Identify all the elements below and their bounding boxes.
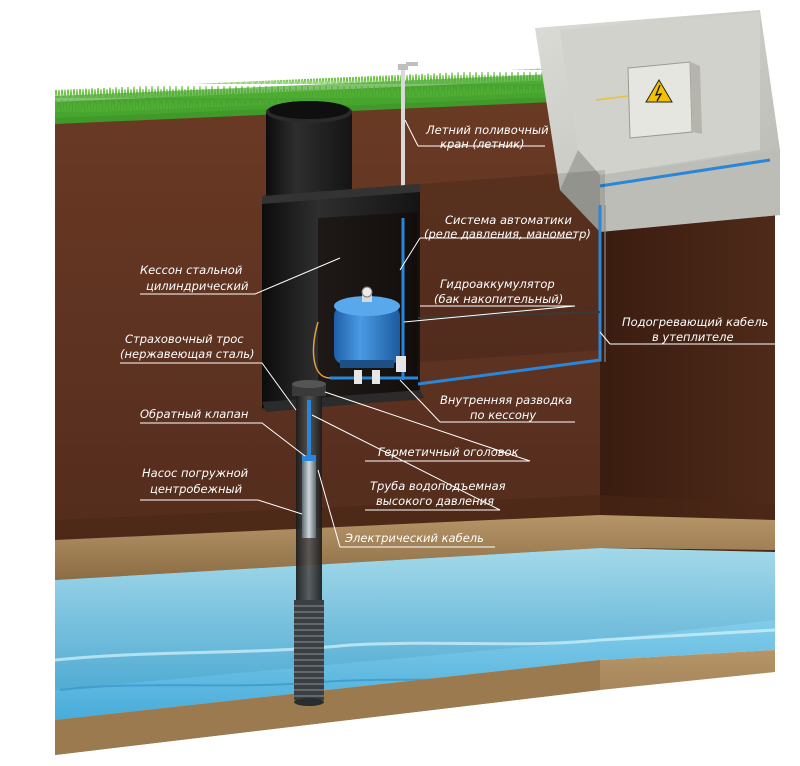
caisson-label: Кессон стальной цилиндрический — [140, 263, 249, 293]
automation-label: Система автоматики (реле давления, маном… — [424, 213, 591, 241]
power-wire — [595, 95, 629, 101]
leader-lines — [120, 119, 775, 548]
high-voltage-warning-icon — [645, 79, 673, 103]
grass-top — [55, 66, 600, 124]
bottom-sand-layer — [55, 650, 775, 755]
accumulator-tank — [334, 286, 400, 368]
house-foundation — [535, 10, 780, 232]
internal-fittings — [312, 321, 418, 384]
riser-pipe-label: Труба водоподъемная высокого давления — [370, 479, 509, 508]
safety-rope-label: Страховочный трос (нержавеющая сталь) — [120, 332, 254, 361]
check-valve-label: Обратный клапан — [140, 407, 249, 421]
trench — [417, 170, 606, 386]
summer-tap — [398, 62, 418, 218]
pump-label: Насос погружной центробежный — [142, 466, 252, 496]
well-head — [292, 380, 326, 396]
well-casing — [294, 396, 324, 706]
heating-cable-label: Подогревающий кабель в утеплителе — [622, 315, 772, 344]
sealed-head-label: Герметичный оголовок — [378, 445, 519, 459]
foundation-pipe — [599, 158, 771, 188]
summer-tap-label: Летний поливочный кран (летник) — [425, 123, 552, 151]
electrical-box — [627, 61, 702, 139]
internal-piping-label: Внутренняя разводка по кессону — [440, 393, 576, 422]
heating-cable-pipe — [417, 205, 602, 386]
accumulator-label: Гидроаккумулятор (бак накопительный) — [434, 277, 563, 306]
electric-cable-label: Электрический кабель — [344, 531, 484, 545]
